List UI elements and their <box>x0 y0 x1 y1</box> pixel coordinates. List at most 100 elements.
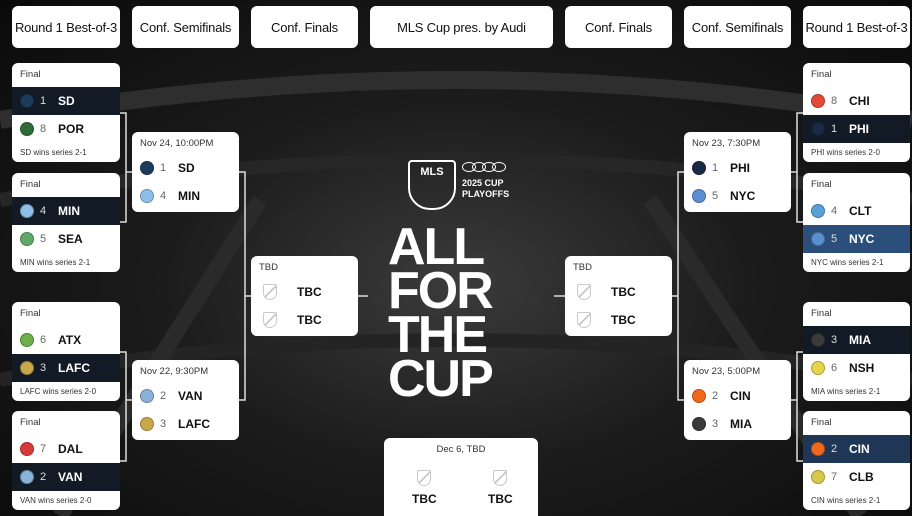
team-seed: 1 <box>160 162 167 174</box>
cup-playoffs-tag: 2025 CUP PLAYOFFS <box>462 162 509 200</box>
team-logo-icon <box>811 204 825 218</box>
team-logo-icon <box>692 389 706 403</box>
team-logo-icon <box>20 442 34 456</box>
team-seed: 5 <box>831 233 838 245</box>
team-logo-icon <box>811 361 825 375</box>
final-team-2[interactable]: TBC <box>488 470 513 506</box>
team-seed: 1 <box>712 162 719 174</box>
team-row[interactable]: 1 SD <box>12 87 120 115</box>
team-row[interactable]: 6 ATX <box>12 326 120 354</box>
audi-rings-icon <box>462 162 509 172</box>
team-row[interactable]: TBC <box>565 278 672 306</box>
match-date: Nov 23, 7:30PM <box>692 138 761 149</box>
series-note: SD wins series 2-1 <box>20 148 87 157</box>
right-r1-series-1[interactable]: Final 8 CHI 1 PHI PHI wins series 2-0 <box>803 63 910 162</box>
match-date: Nov 22, 9:30PM <box>140 366 209 377</box>
team-row[interactable]: 6 NSH <box>803 354 910 382</box>
team-row[interactable]: 5 NYC <box>803 225 910 253</box>
team-row[interactable]: 3 MIA <box>803 326 910 354</box>
cup-line-1: 2025 CUP <box>462 178 504 188</box>
tab-right-finals[interactable]: Conf. Finals <box>565 6 672 48</box>
team-abbr: PHI <box>730 161 751 175</box>
team-seed: 1 <box>831 123 838 135</box>
left-r1-series-3[interactable]: Final 6 ATX 3 LAFC LAFC wins series 2-0 <box>12 302 120 401</box>
team-abbr: PHI <box>849 122 870 136</box>
shield-icon <box>577 284 591 300</box>
team-logo-icon <box>811 122 825 136</box>
left-semi-2[interactable]: Nov 22, 9:30PM 2 VAN 3 LAFC <box>132 360 239 440</box>
team-logo-icon <box>692 189 706 203</box>
left-semi-1[interactable]: Nov 24, 10:00PM 1 SD 4 MIN <box>132 132 239 212</box>
right-semi-2[interactable]: Nov 23, 5:00PM 2 CIN 3 MIA <box>684 360 791 440</box>
team-abbr: CIN <box>730 389 751 403</box>
all-for-the-cup-title: ALL FOR THE CUP <box>388 221 538 405</box>
team-row[interactable]: 4 CLT <box>803 197 910 225</box>
tab-left-finals[interactable]: Conf. Finals <box>251 6 358 48</box>
final-team-1[interactable]: TBC <box>412 470 437 506</box>
team-abbr: NYC <box>849 232 875 246</box>
match-date: Nov 23, 5:00PM <box>692 366 761 377</box>
team-row[interactable]: 2 CIN <box>684 382 791 410</box>
team-logo-icon <box>140 417 154 431</box>
team-row[interactable]: 8 CHI <box>803 87 910 115</box>
tab-left-round1[interactable]: Round 1 Best-of-3 <box>12 6 120 48</box>
team-seed: 8 <box>40 123 47 135</box>
shield-icon <box>263 284 277 300</box>
left-r1-series-1[interactable]: Final 1 SD 8 POR SD wins series 2-1 <box>12 63 120 162</box>
right-semi-1[interactable]: Nov 23, 7:30PM 1 PHI 5 NYC <box>684 132 791 212</box>
team-row[interactable]: TBC <box>251 306 358 334</box>
left-r1-series-2[interactable]: Final 4 MIN 5 SEA MIN wins series 2-1 <box>12 173 120 272</box>
team-abbr: LAFC <box>178 417 210 431</box>
team-row[interactable]: 4 MIN <box>12 197 120 225</box>
mls-cup-final[interactable]: Dec 6, TBD TBC TBC <box>384 438 538 516</box>
series-note: PHI wins series 2-0 <box>811 148 880 157</box>
team-row[interactable]: 7 CLB <box>803 463 910 491</box>
team-abbr: TBC <box>297 285 322 299</box>
team-seed: 2 <box>160 390 167 402</box>
team-row[interactable]: 3 LAFC <box>12 354 120 382</box>
team-seed: 8 <box>831 95 838 107</box>
team-row[interactable]: 1 PHI <box>803 115 910 143</box>
series-status: Final <box>20 69 41 80</box>
shield-icon <box>417 470 432 486</box>
series-note: CIN wins series 2-1 <box>811 496 881 505</box>
right-r1-series-4[interactable]: Final 2 CIN 7 CLB CIN wins series 2-1 <box>803 411 910 510</box>
tab-right-semifinals[interactable]: Conf. Semifinals <box>684 6 791 48</box>
team-row[interactable]: TBC <box>251 278 358 306</box>
team-abbr: TBC <box>611 313 636 327</box>
team-row[interactable]: TBC <box>565 306 672 334</box>
team-logo-icon <box>811 232 825 246</box>
tab-mls-cup[interactable]: MLS Cup pres. by Audi <box>370 6 553 48</box>
tab-left-semifinals[interactable]: Conf. Semifinals <box>132 6 239 48</box>
shield-icon <box>577 312 591 328</box>
team-row[interactable]: 1 SD <box>132 154 239 182</box>
team-seed: 6 <box>40 334 47 346</box>
team-seed: 2 <box>712 390 719 402</box>
tab-right-round1[interactable]: Round 1 Best-of-3 <box>803 6 910 48</box>
right-r1-series-2[interactable]: Final 4 CLT 5 NYC NYC wins series 2-1 <box>803 173 910 272</box>
right-conf-final[interactable]: TBD TBC TBC <box>565 256 672 336</box>
team-row[interactable]: 4 MIN <box>132 182 239 210</box>
team-row[interactable]: 2 CIN <box>803 435 910 463</box>
team-row[interactable]: 5 SEA <box>12 225 120 253</box>
team-abbr: SD <box>58 94 75 108</box>
team-row[interactable]: 3 LAFC <box>132 410 239 438</box>
team-row[interactable]: 2 VAN <box>12 463 120 491</box>
team-row[interactable]: 8 POR <box>12 115 120 143</box>
right-r1-series-3[interactable]: Final 3 MIA 6 NSH MIA wins series 2-1 <box>803 302 910 401</box>
left-r1-series-4[interactable]: Final 7 DAL 2 VAN VAN wins series 2-0 <box>12 411 120 510</box>
series-note: VAN wins series 2-0 <box>20 496 92 505</box>
team-row[interactable]: 2 VAN <box>132 382 239 410</box>
left-conf-final[interactable]: TBD TBC TBC <box>251 256 358 336</box>
team-row[interactable]: 7 DAL <box>12 435 120 463</box>
team-row[interactable]: 1 PHI <box>684 154 791 182</box>
team-logo-icon <box>811 94 825 108</box>
team-abbr: SEA <box>58 232 83 246</box>
team-seed: 7 <box>831 471 838 483</box>
team-logo-icon <box>20 204 34 218</box>
team-row[interactable]: 3 MIA <box>684 410 791 438</box>
team-logo-icon <box>20 470 34 484</box>
team-logo-icon <box>20 361 34 375</box>
team-row[interactable]: 5 NYC <box>684 182 791 210</box>
series-status: Final <box>811 308 832 319</box>
